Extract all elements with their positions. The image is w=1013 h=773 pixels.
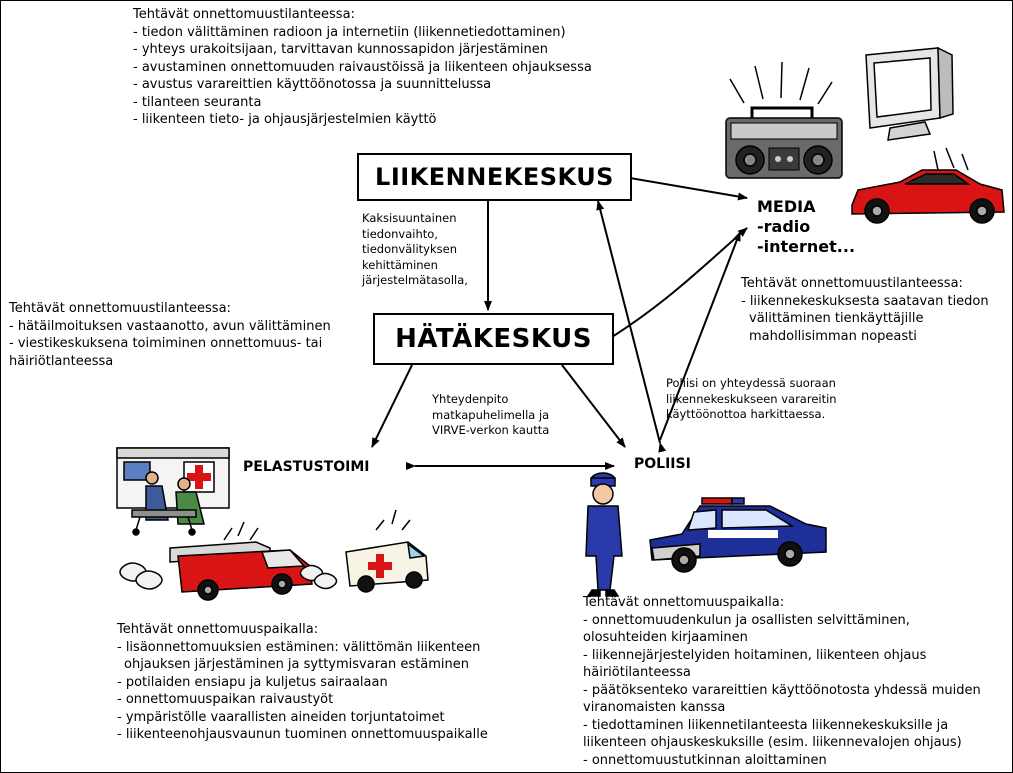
media-tasks-title: Tehtävät onnettomuustilanteessa: — [741, 276, 963, 291]
media-task-item: välittäminen tienkäyttäjille — [749, 311, 924, 326]
arrow-poliisi-lk — [596, 200, 667, 453]
arrow-hk-poliisi — [553, 355, 626, 448]
pelastustoimi-task-item: - potilaiden ensiapu ja kuljetus sairaal… — [117, 674, 388, 690]
poliisi-task-item: - päätöksenteko varareittien käyttöönoto… — [583, 682, 981, 698]
link-note-line: tiedonvaihto, — [362, 226, 438, 241]
media-title: MEDIA — [757, 197, 816, 216]
poliisi-task-item: - onnettomuudenkulun ja osallisten selvi… — [583, 612, 910, 628]
two-way-link-note: Kaksisuuntainen tiedonvaihto, tiedonväli… — [362, 211, 468, 289]
liikennekeskus-task-list: Tehtävät onnettomuustilanteessa: - tiedo… — [133, 6, 592, 129]
media-item: -internet... — [757, 237, 856, 256]
liikennekeskus-task-item: - avustaminen onnettomuuden raivaustöiss… — [133, 59, 592, 75]
media-label: MEDIA -radio -internet... — [757, 197, 855, 257]
liikennekeskus-task-item: - tilanteen seuranta — [133, 94, 262, 110]
police-link-note: Poliisi on yhteydessä suoraan liikenneke… — [666, 376, 837, 423]
media-task-item: mahdollisimman nopeasti — [749, 328, 917, 344]
phone-note-line: VIRVE-verkon kautta — [432, 423, 550, 437]
arrow-hk-media — [611, 227, 748, 338]
link-note-line: kehittäminen — [362, 257, 438, 272]
pelastustoimi-tasks-title: Tehtävät onnettomuuspaikalla: — [117, 622, 319, 637]
poliisi-task-item: - liikennejärjestelyiden hoitaminen, lii… — [583, 647, 927, 663]
hatakeskus-box: HÄTÄKESKUS — [373, 313, 614, 365]
arrow-lk-media — [629, 177, 748, 201]
poliisi-task-item: häiriötilanteessa — [583, 665, 691, 680]
police-note-line: Poliisi on yhteydessä suoraan — [666, 376, 836, 390]
liikennekeskus-task-item: - yhteys urakoitsijaan, tarvittavan kunn… — [133, 42, 548, 57]
hatakeskus-label: HÄTÄKESKUS — [395, 324, 592, 354]
phone-note-line: Yhteydenpito — [432, 392, 509, 406]
hatakeskus-task-item: - viestikeskuksena toimiminen onnettomuu… — [9, 336, 323, 351]
media-task-list: Tehtävät onnettomuustilanteessa: - liike… — [741, 275, 989, 345]
liikennekeskus-task-item: - tiedon välittäminen radioon ja interne… — [133, 24, 566, 40]
pelastustoimi-task-item: - liikenteenohjausvaunun tuominen onnett… — [117, 727, 488, 742]
police-note-line: käyttöönottoa harkittaessa. — [666, 407, 826, 421]
pelastustoimi-task-item: - lisäonnettomuuksien estäminen: välittö… — [117, 639, 481, 655]
arrow-poliisi-media — [659, 231, 741, 441]
poliisi-tasks-title: Tehtävät onnettomuuspaikalla: — [583, 595, 785, 610]
phone-note-line: matkapuhelimella ja — [432, 407, 550, 422]
liikennekeskus-task-item: - liikenteen tieto- ja ohjausjärjestelmi… — [133, 112, 437, 127]
liikennekeskus-label: LIIKENNEKESKUS — [375, 163, 614, 191]
liikennekeskus-tasks-title: Tehtävät onnettomuustilanteessa: — [133, 7, 355, 22]
poliisi-task-item: olosuhteiden kirjaaminen — [583, 630, 748, 645]
hatakeskus-task-item: - hätäilmoituksen vastaanotto, avun väli… — [9, 318, 331, 334]
link-note-line: Kaksisuuntainen — [362, 211, 457, 225]
hatakeskus-task-item: häiriötlanteessa — [9, 353, 114, 369]
pelastustoimi-task-item: - onnettomuuspaikan raivaustyöt — [117, 692, 334, 707]
poliisi-task-item: - tiedottaminen liikennetilanteesta liik… — [583, 717, 949, 733]
media-task-item: - liikennekeskuksesta saatavan tiedon — [741, 293, 989, 309]
pelastustoimi-task-item: - ympäristölle vaarallisten aineiden tor… — [117, 709, 445, 725]
poliisi-label: POLIISI — [634, 456, 691, 472]
liikennekeskus-box: LIIKENNEKESKUS — [357, 153, 632, 201]
liikennekeskus-task-item: - avustus varareittien käyttöönotossa ja… — [133, 77, 492, 92]
arrow-hk-pelastus — [371, 355, 420, 448]
pelastustoimi-task-item: ohjauksen järjestäminen ja syttymisvaran… — [124, 657, 469, 672]
media-item: -radio — [757, 217, 811, 236]
poliisi-task-item: - onnettomuustutkinnan aloittaminen — [583, 752, 827, 768]
hatakeskus-task-list: Tehtävät onnettomuustilanteessa: - hätäi… — [9, 300, 331, 370]
pelastustoimi-task-list: Tehtävät onnettomuuspaikalla: - lisäonne… — [117, 621, 488, 744]
poliisi-task-list: Tehtävät onnettomuuspaikalla: - onnettom… — [583, 594, 981, 769]
police-note-line: liikennekeskukseen varareitin — [666, 391, 837, 406]
pelastustoimi-label: PELASTUSTOIMI — [243, 459, 370, 475]
link-note-line: järjestelmätasolla, — [362, 273, 468, 287]
phone-link-note: Yhteydenpito matkapuhelimella ja VIRVE-v… — [432, 392, 549, 439]
link-note-line: tiedonvälityksen — [362, 242, 457, 256]
poliisi-task-item: liikenteen ohjauskeskuksille (esim. liik… — [583, 735, 962, 750]
poliisi-task-item: viranomaisten kanssa — [583, 700, 726, 715]
hatakeskus-tasks-title: Tehtävät onnettomuustilanteessa: — [9, 301, 231, 316]
